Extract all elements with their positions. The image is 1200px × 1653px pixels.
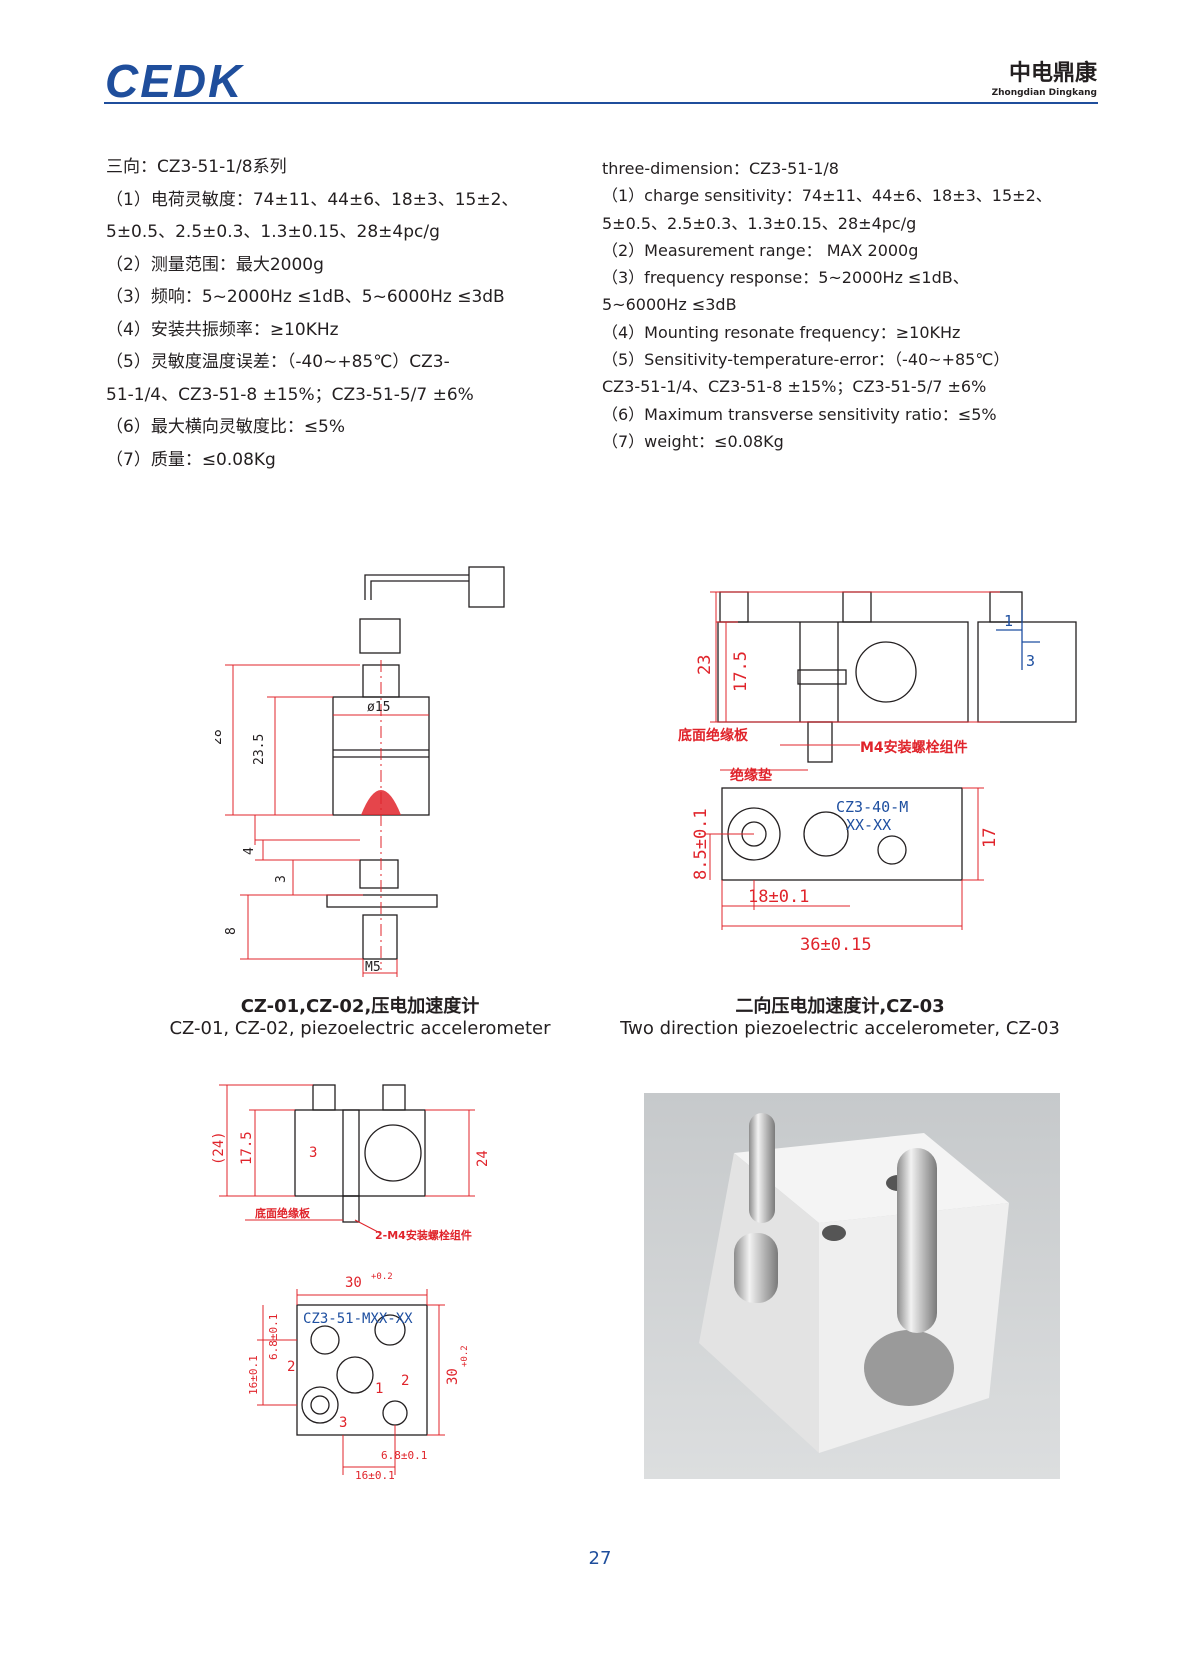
axis-3-bottom: 3 xyxy=(339,1415,347,1431)
spec-line: 5±0.5、2.5±0.3、1.3±0.15、28±4pc/g xyxy=(602,213,917,233)
header-rule xyxy=(104,102,1098,104)
axis-2-right: 2 xyxy=(401,1373,409,1389)
model-label: CZ3-40-M xyxy=(836,798,908,816)
dim-m5: M5 xyxy=(365,960,381,975)
brand-name-en: Zhongdian Dingkang xyxy=(991,88,1097,98)
dim-4: 4 xyxy=(242,847,257,855)
dim-18: 18±0.1 xyxy=(748,887,809,907)
spec-line: three-dimension：CZ3-51-1/8 xyxy=(602,159,839,178)
fig1-caption-en: CZ-01, CZ-02, piezoelectric acceleromete… xyxy=(169,1018,551,1039)
spec-line: （4）Mounting resonate frequency：≥10KHz xyxy=(602,322,961,342)
sensor-photo xyxy=(644,1093,1060,1479)
brand-name-cn: 中电鼎康 xyxy=(1008,61,1097,86)
dim-16-bottom: 16±0.1 xyxy=(355,1469,395,1482)
dim-23-5: 23.5 xyxy=(252,734,267,765)
dim-6-8-side: 6.8±0.1 xyxy=(267,1314,280,1360)
spec-line: （5）灵敏度温度误差：（-40~+85℃）CZ3- xyxy=(106,352,450,372)
dim-6-8-bottom: 6.8±0.1 xyxy=(381,1449,427,1462)
spec-line: （5）Sensitivity-temperature-error：（-40~+8… xyxy=(602,350,1010,370)
spec-line: （1）charge sensitivity：74±11、44±6、18±3、15… xyxy=(602,186,1052,206)
dim-30-tol-side: +0.2 xyxy=(460,1345,470,1367)
dim-30-width: 30 xyxy=(345,1275,362,1291)
dim-28: 28 xyxy=(215,729,225,745)
spec-line: （6）最大横向灵敏度比：≤5% xyxy=(106,417,346,437)
spec-line: （2）Measurement range： MAX 2000g xyxy=(602,240,919,260)
cz03-drawing: 23 17.5 17 8.5±0.1 18±0.1 36±0.15 1 3 CZ… xyxy=(678,591,1077,955)
spec-line: 5±0.5、2.5±0.3、1.3±0.15、28±4pc/g xyxy=(106,222,440,242)
spec-line: （2）测量范围：最大2000g xyxy=(106,254,324,275)
model-label: CZ3-51-MXX-XX xyxy=(303,1311,413,1327)
dim-24: 24 xyxy=(475,1150,491,1167)
spec-line: 三向：CZ3-51-1/8系列 xyxy=(106,157,287,177)
dim-8: 8 xyxy=(224,927,239,935)
fig2-caption: 二向压电加速度计,CZ-03 Two direction piezoelectr… xyxy=(610,996,1070,1040)
dim-16-side: 16±0.1 xyxy=(247,1355,260,1395)
plate-label: 底面绝缘板 xyxy=(678,727,749,744)
fig2-caption-cn: 二向压电加速度计,CZ-03 xyxy=(735,996,945,1017)
dim-30-height: 30 xyxy=(445,1368,461,1385)
dim-30-tol-top: +0.2 xyxy=(371,1272,393,1282)
specs-english: three-dimension：CZ3-51-1/8 （1）charge sen… xyxy=(602,155,1102,455)
spec-line: （3）频响：5~2000Hz ≤1dB、5~6000Hz ≤3dB xyxy=(106,287,505,307)
dim-17-5: 17.5 xyxy=(239,1131,255,1165)
spec-line: （6）Maximum transverse sensitivity ratio：… xyxy=(602,404,997,424)
spec-line: 5~6000Hz ≤3dB xyxy=(602,295,737,315)
cedk-logo: CEDK xyxy=(105,55,244,107)
axis-1: 1 xyxy=(375,1381,383,1397)
sensor-render xyxy=(644,1093,1060,1479)
bolt-label: M4安装螺栓组件 xyxy=(860,739,968,756)
serial-label: XX-XX xyxy=(846,816,891,834)
cz01-drawing: 28 23.5 ø15 4 3 8 M5 xyxy=(215,566,505,977)
fig2-caption-en: Two direction piezoelectric acceleromete… xyxy=(620,1018,1060,1039)
spec-line: 51-1/4、CZ3-51-8 ±15%；CZ3-51-5/7 ±6% xyxy=(106,384,474,405)
axis-3: 3 xyxy=(1026,652,1035,670)
spec-line: （7）质量：≤0.08Kg xyxy=(106,449,276,470)
dim-8-5: 8.5±0.1 xyxy=(691,808,711,880)
bolt-label: 2-M4安装螺栓组件 xyxy=(375,1228,472,1242)
plate-label: 底面绝缘板 xyxy=(255,1206,311,1220)
dim-36: 36±0.15 xyxy=(800,935,872,955)
dim-17-5: 17.5 xyxy=(731,651,751,692)
cz3-51-drawing: (24) 17.5 24 30 +0.2 30 +0.2 16±0.1 6.8±… xyxy=(211,1084,491,1482)
dim-23: 23 xyxy=(695,655,715,675)
spec-line: （7）weight：≤0.08Kg xyxy=(602,431,784,451)
page-number: 27 xyxy=(588,1548,612,1569)
spec-line: CZ3-51-1/4、CZ3-51-8 ±15%；CZ3-51-5/7 ±6% xyxy=(602,377,987,397)
axis-1: 1 xyxy=(1004,612,1013,630)
dim-24-paren: (24) xyxy=(211,1131,227,1165)
spec-line: （4）安装共振频率：≥10KHz xyxy=(106,319,339,340)
pad-label: 绝缘垫 xyxy=(730,767,772,784)
fig1-caption: CZ-01,CZ-02,压电加速度计 CZ-01, CZ-02, piezoel… xyxy=(140,996,580,1040)
spec-line: （3）frequency response：5~2000Hz ≤1dB、 xyxy=(602,268,969,288)
dim-17: 17 xyxy=(980,828,1000,848)
specs-chinese: 三向：CZ3-51-1/8系列 （1）电荷灵敏度：74±11、44±6、18±3… xyxy=(106,151,586,476)
dim-diameter: ø15 xyxy=(367,700,390,715)
dim-3: 3 xyxy=(274,875,289,883)
axis-3-side: 3 xyxy=(309,1145,317,1161)
spec-line: （1）电荷灵敏度：74±11、44±6、18±3、15±2、 xyxy=(106,189,519,210)
axis-2: 2 xyxy=(287,1359,295,1375)
fig1-caption-cn: CZ-01,CZ-02,压电加速度计 xyxy=(240,996,480,1017)
